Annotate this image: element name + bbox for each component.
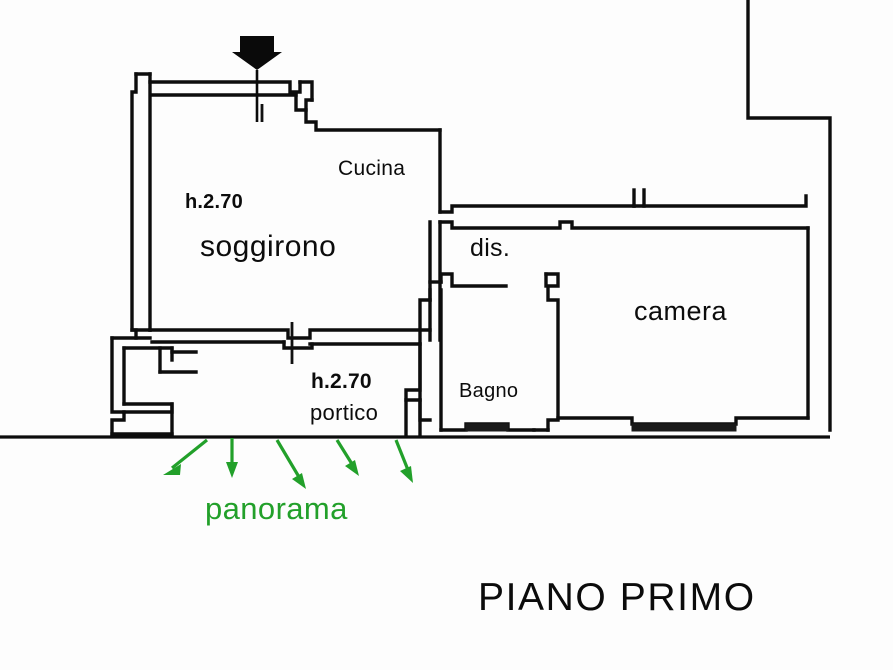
portico-height-label: h.2.70 [311, 370, 372, 393]
soggiorno-height-label: h.2.70 [185, 191, 243, 213]
camera-left-wall [532, 272, 560, 432]
soggiorno-bottom-wall [148, 328, 432, 350]
entrance-arrow-icon [232, 36, 282, 122]
panorama-annotation-label: panorama [205, 491, 348, 526]
cucina-upper-wall [298, 80, 442, 214]
room-label-camera: camera [634, 296, 728, 326]
left-exterior-wall [130, 72, 152, 340]
camera-bottom-wall [556, 416, 810, 426]
panorama-arrow-2 [226, 438, 238, 478]
bagno-walls [418, 272, 536, 432]
soggiorno-top-wall [148, 80, 314, 112]
camera-top-wall [438, 220, 810, 420]
panorama-arrow-3 [275, 439, 306, 489]
room-label-cucina: Cucina [338, 157, 406, 180]
room-label-dis: dis. [470, 234, 511, 262]
panorama-arrow-4 [335, 439, 359, 476]
panorama-arrows [163, 438, 413, 489]
cucina-right-wall [438, 188, 808, 214]
door-sills [465, 423, 737, 432]
room-label-soggirono: soggirono [200, 230, 337, 263]
plan-title: PIANO PRIMO [478, 576, 756, 619]
portico-right-wall [404, 342, 422, 436]
wall-opening-ticks [260, 104, 294, 364]
room-label-bagno: Bagno [459, 380, 519, 402]
panorama-arrow-5 [394, 439, 413, 483]
top-right-exterior-wall [746, 0, 832, 432]
portico-walls [110, 336, 198, 436]
panorama-arrow-1 [163, 438, 208, 475]
room-label-portico: portico [310, 400, 379, 425]
